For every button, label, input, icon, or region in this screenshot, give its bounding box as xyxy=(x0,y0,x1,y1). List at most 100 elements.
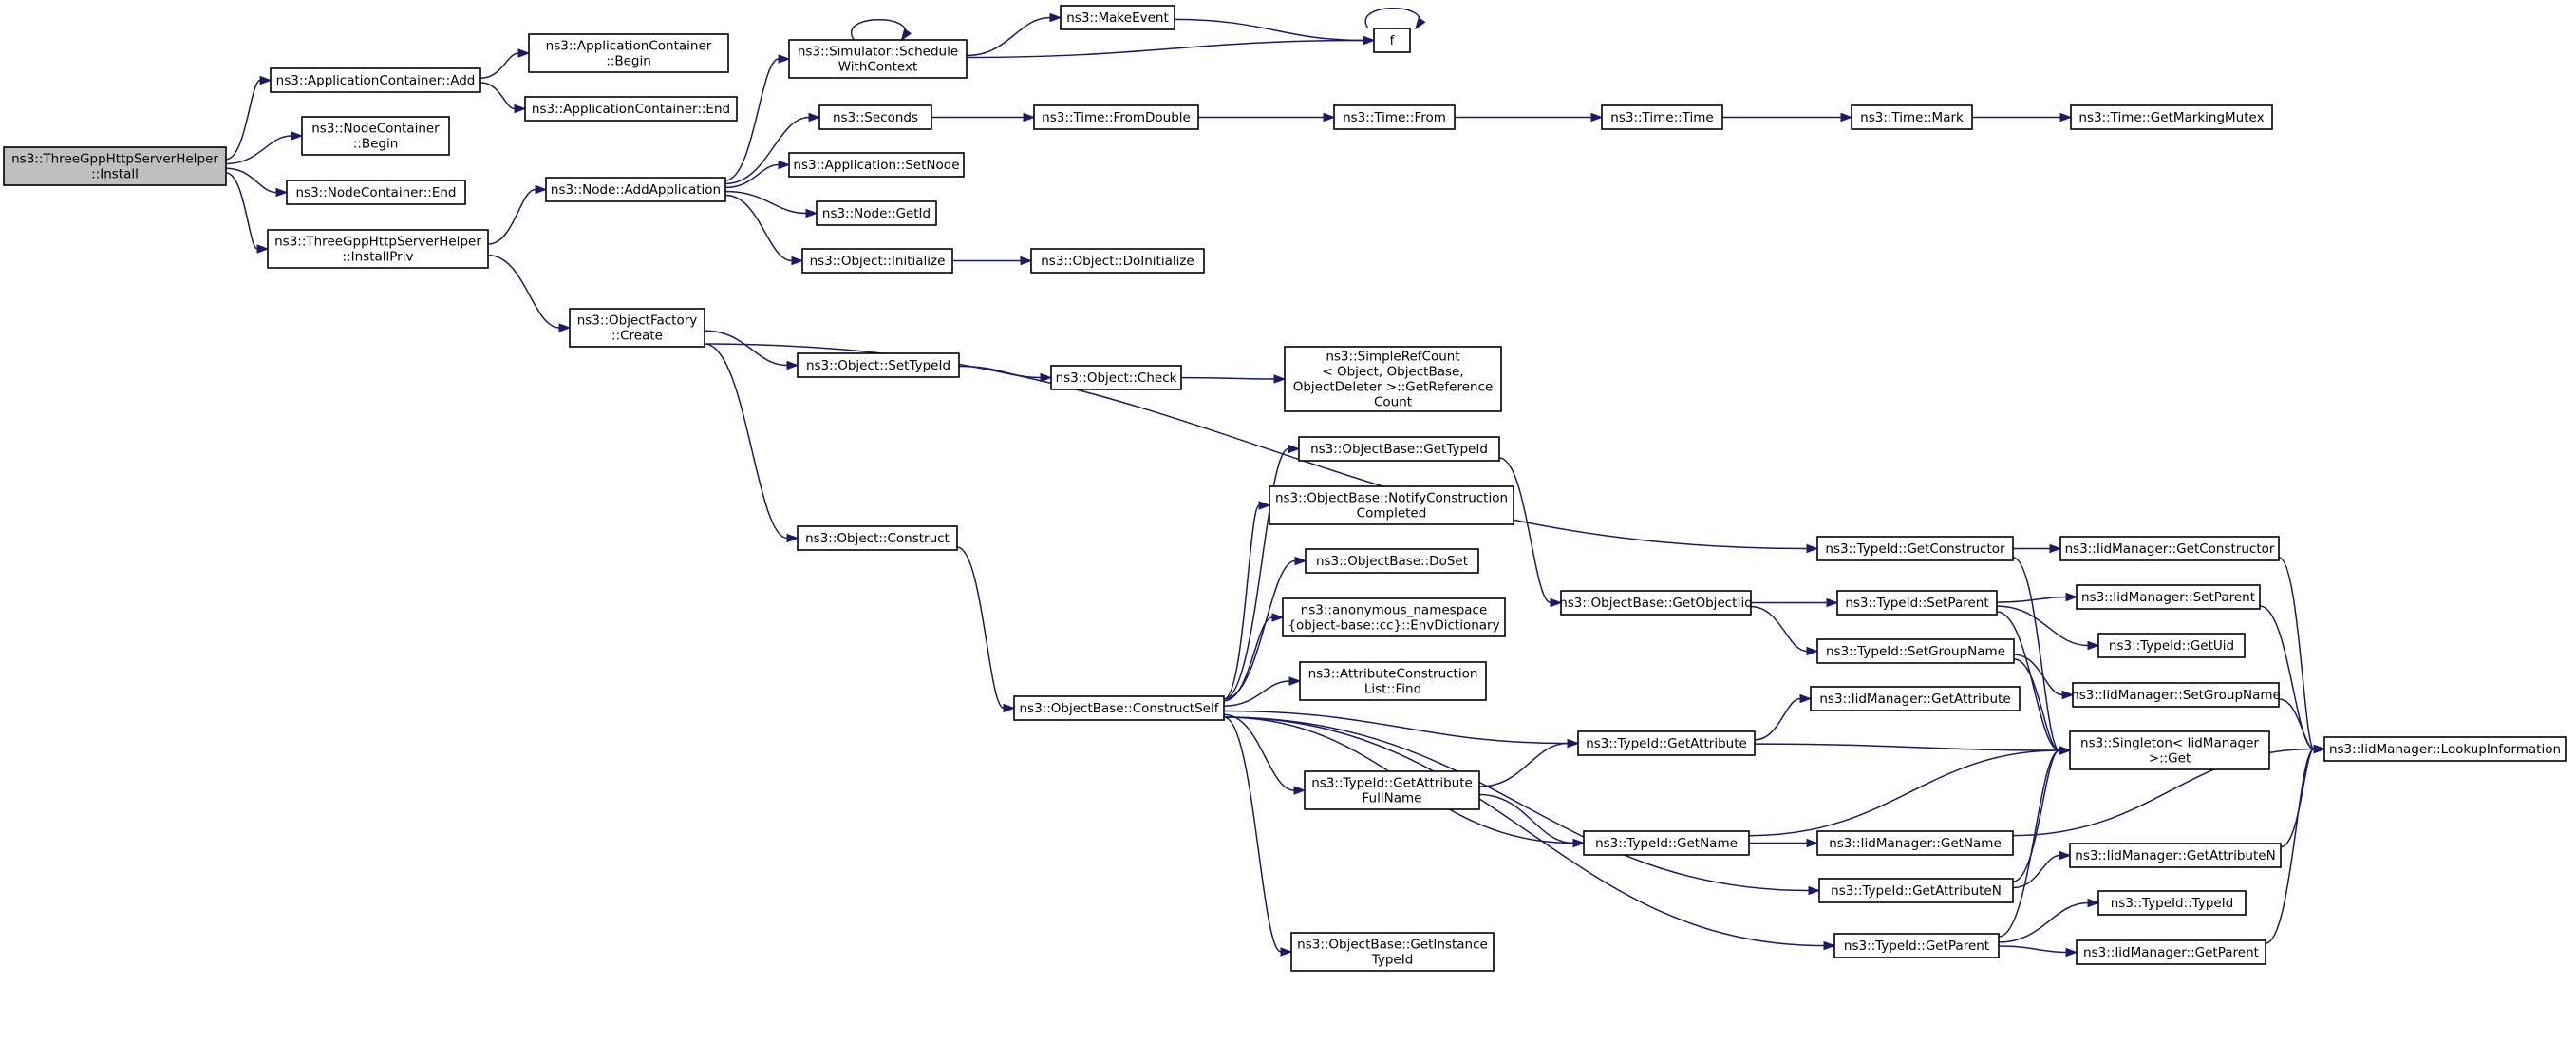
node-timeMark[interactable]: ns3::Time::Mark xyxy=(1851,104,1973,130)
node-doInit[interactable]: ns3::Object::DoInitialize xyxy=(1030,248,1205,274)
node-label: ns3::Time::From xyxy=(1343,110,1446,125)
node-tidGetParent[interactable]: ns3::TypeId::GetParent xyxy=(1833,933,2000,958)
node-tidGetName[interactable]: ns3::TypeId::GetName xyxy=(1583,830,1750,856)
node-label: ns3::ObjectBase::DoSet xyxy=(1316,554,1468,569)
node-appEnd[interactable]: ns3::ApplicationContainer::End xyxy=(524,96,738,122)
node-iidGetName[interactable]: ns3::IidManager::GetName xyxy=(1816,830,2014,856)
edge-addApp-to-getId xyxy=(724,190,818,218)
node-fromDouble[interactable]: ns3::Time::FromDouble xyxy=(1033,104,1199,130)
edge-constructSelf-to-tidGetParent xyxy=(1223,716,1836,951)
edge-constructSelf-to-getInstanceTypeId xyxy=(1223,716,1293,957)
edge-line xyxy=(2265,748,2315,944)
edge-iidGetParent-to-lookupInfo xyxy=(2265,744,2326,944)
node-box xyxy=(1284,346,1502,412)
node-tidGetConstructor[interactable]: ns3::TypeId::GetConstructor xyxy=(1816,536,2014,561)
node-label: < Object, ObjectBase, xyxy=(1322,364,1463,379)
edge-arrowhead xyxy=(1550,597,1563,608)
edge-line xyxy=(1998,749,2060,938)
node-ncBegin[interactable]: ns3::NodeContainer::Begin xyxy=(301,116,450,156)
node-notifyCons[interactable]: ns3::ObjectBase::NotifyConstructionCompl… xyxy=(1269,485,1514,525)
node-doSet[interactable]: ns3::ObjectBase::DoSet xyxy=(1305,548,1479,574)
edge-constructSelf-to-tidGetAttribute xyxy=(1223,710,1580,749)
node-box xyxy=(1282,597,1506,637)
node-makeEvent[interactable]: ns3::MakeEvent xyxy=(1060,5,1175,30)
node-tidGetAttributeN[interactable]: ns3::TypeId::GetAttributeN xyxy=(1818,878,2014,903)
edge-addApp-to-objInit xyxy=(724,194,804,266)
node-ncEnd[interactable]: ns3::NodeContainer::End xyxy=(286,180,466,205)
node-objFactory[interactable]: ns3::ObjectFactory::Create xyxy=(569,308,705,348)
node-setTypeId[interactable]: ns3::Object::SetTypeId xyxy=(797,352,960,378)
edge-arrowhead xyxy=(1806,543,1819,554)
node-obGetTypeId[interactable]: ns3::ObjectBase::GetTypeId xyxy=(1298,436,1500,462)
node-appAdd[interactable]: ns3::ApplicationContainer::Add xyxy=(270,67,481,93)
edge-line xyxy=(2280,748,2315,848)
node-tidSetGroupName[interactable]: ns3::TypeId::SetGroupName xyxy=(1816,638,2015,664)
node-getMarkingMutex[interactable]: ns3::Time::GetMarkingMutex xyxy=(2070,104,2273,130)
node-root[interactable]: ns3::ThreeGppHttpServerHelper::Install xyxy=(3,146,227,186)
node-setNode[interactable]: ns3::Application::SetNode xyxy=(788,152,965,178)
edge-addApp-to-setNode xyxy=(724,160,791,189)
node-appBegin[interactable]: ns3::ApplicationContainer::Begin xyxy=(528,33,729,73)
node-label: ns3::Time::FromDouble xyxy=(1042,110,1191,125)
edge-line xyxy=(724,194,793,262)
node-label: Completed xyxy=(1357,505,1427,521)
node-envDict[interactable]: ns3::anonymous_namespace{object-base::cc… xyxy=(1282,597,1506,637)
node-iidGetParent[interactable]: ns3::IidManager::GetParent xyxy=(2076,939,2266,965)
node-timeFrom[interactable]: ns3::Time::From xyxy=(1333,104,1456,130)
node-label: WithContext xyxy=(838,59,918,74)
node-label: FullName xyxy=(1363,790,1422,806)
node-addApp[interactable]: ns3::Node::AddApplication xyxy=(545,177,726,202)
edge-line xyxy=(2012,749,2060,882)
edge-arrowhead xyxy=(791,256,804,266)
edge-arrowhead xyxy=(1271,613,1285,622)
node-seconds[interactable]: ns3::Seconds xyxy=(818,104,932,130)
node-iidGetConstructor[interactable]: ns3::IidManager::GetConstructor xyxy=(2059,536,2280,561)
node-box xyxy=(1290,932,1495,972)
node-tidGetUid[interactable]: ns3::TypeId::GetUid xyxy=(2097,633,2246,658)
node-singletonGet[interactable]: ns3::Singleton< IidManager >::Get xyxy=(2069,730,2270,770)
node-getId[interactable]: ns3::Node::GetId xyxy=(816,200,937,226)
edge-line xyxy=(704,343,788,540)
node-getObjectIid[interactable]: ns3::ObjectBase::GetObjectIid xyxy=(1559,590,1753,616)
edge-root-to-installPriv xyxy=(225,172,270,254)
edge-line xyxy=(724,58,780,181)
node-iidGetAttribute[interactable]: ns3::IidManager::GetAttribute xyxy=(1810,686,2021,711)
edge-arrowhead xyxy=(1288,676,1302,686)
node-label: ns3::TypeId::GetParent xyxy=(1844,939,1989,954)
edge-arrowhead xyxy=(808,112,821,123)
node-label: {object-base::cc}::EnvDictionary xyxy=(1288,617,1499,633)
node-tidTypeId[interactable]: ns3::TypeId::TypeId xyxy=(2097,890,2247,916)
node-iidSetGroupName[interactable]: ns3::IidManager::SetGroupName xyxy=(2071,682,2281,708)
node-label: ::Install xyxy=(91,166,139,181)
edge-line xyxy=(1748,749,2060,837)
node-objCheck[interactable]: ns3::Object::Check xyxy=(1050,365,1182,390)
node-objInit[interactable]: ns3::Object::Initialize xyxy=(801,248,953,274)
node-construct[interactable]: ns3::Object::Construct xyxy=(797,525,958,551)
node-box xyxy=(267,229,489,269)
node-f[interactable]: f xyxy=(1373,28,1411,53)
node-lookupInfo[interactable]: ns3::IidManager::LookupInformation xyxy=(2323,736,2567,762)
node-iidSetParent[interactable]: ns3::IidManager::SetParent xyxy=(2076,584,2261,610)
edge-tidGetAttribute-to-iidGetAttribute xyxy=(1754,693,1813,741)
node-iidGetAttributeN[interactable]: ns3::IidManager::GetAttributeN xyxy=(2069,843,2282,868)
edge-constructSelf-to-envDict xyxy=(1223,613,1285,702)
edge-tidGetAttributeN-to-iidGetAttributeN xyxy=(2012,850,2072,889)
node-installPriv[interactable]: ns3::ThreeGppHttpServerHelper::InstallPr… xyxy=(267,229,489,269)
node-label: ns3::ApplicationContainer xyxy=(546,38,712,53)
edge-getObjectIid-to-tidSetParent xyxy=(1751,597,1839,608)
node-tidSetParent[interactable]: ns3::TypeId::SetParent xyxy=(1836,590,1998,616)
edge-construct-to-constructSelf xyxy=(956,546,1016,713)
node-tidGetAttribute[interactable]: ns3::TypeId::GetAttribute xyxy=(1577,730,1756,756)
node-box xyxy=(2097,890,2247,916)
edge-obGetTypeId-to-getObjectIid xyxy=(1498,457,1563,608)
node-box xyxy=(1373,28,1411,53)
node-refCount[interactable]: ns3::SimpleRefCount< Object, ObjectBase,… xyxy=(1284,346,1502,412)
node-box xyxy=(2097,633,2246,658)
edge-line xyxy=(479,82,516,110)
node-constructSelf[interactable]: ns3::ObjectBase::ConstructSelf xyxy=(1013,695,1225,721)
node-timeTime[interactable]: ns3::Time::Time xyxy=(1601,104,1723,130)
